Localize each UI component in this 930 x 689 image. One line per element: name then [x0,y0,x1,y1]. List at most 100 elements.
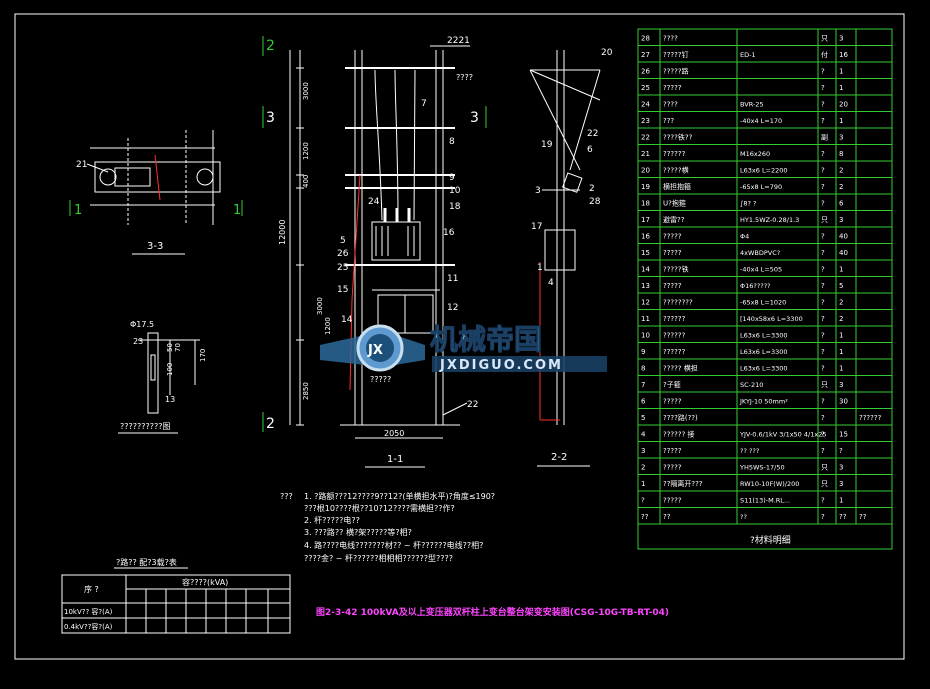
callout-14: 14 [341,315,353,325]
callout-7: 7 [421,99,427,109]
callout-15: 15 [337,285,348,295]
section-marker-2-top: 2 [266,38,275,54]
bom-cell: 25 [641,84,650,92]
dim-3000-mid: 3000 [316,297,324,315]
bom-cell: 1 [839,348,843,356]
bom-cell: ?????钉 [663,50,689,59]
bom-cell: L63x6 L=3300 [740,332,788,340]
bom-cell: 15 [839,431,848,439]
bom-cell: 11 [641,315,650,323]
bom-cell: ??? [663,117,674,125]
bom-cell: ????? [663,464,682,472]
bom-cell: 18 [641,200,650,208]
notes-line-3: 2. 杆?????电?? [304,515,360,525]
notes-line-1: 1. ?路额???12????9??12?(单横担水平)?角度≤190? [304,491,495,501]
bom-cell: SC-210 [740,381,763,389]
bom-cell: 2 [839,315,843,323]
bom-cell: Φ16????? [740,282,771,290]
bom-cell: 4xWBDPVC? [740,249,780,257]
detail-callout-13: 13 [165,395,175,404]
callout-5: 5 [340,236,346,246]
detail-callout-23: 23 [133,337,143,346]
bom-cell: 27 [641,51,650,59]
bom-cell: ? [821,101,825,109]
bom-cell: 5 [839,282,843,290]
bom-cell: 只 [821,464,828,472]
bom-cell: -40x4 L=170 [740,117,782,125]
bom-cell: ?????横 [663,166,689,175]
drawing-caption: 图2-3-42 100kVA及以上变压器双杆柱上变台整台架变安装图(CSG-10… [316,606,669,618]
bom-cell: ???? [663,35,678,43]
watermark-badge: JX [367,343,383,358]
view-2-2: 20 22 19 6 3 2 28 17 1 4 2-2 [529,48,613,467]
bom-cell: 3 [839,480,843,488]
bom-cell: BVR-25 [740,101,764,109]
bom-cell: ? [821,150,825,158]
bom-cell: ?????? [663,348,686,356]
bom-cell: YH5WS-17/50 [739,464,785,472]
bom-cell: ? [821,167,825,175]
load-table-row-10kv: 10kV?? 容?(A) [64,607,113,616]
bom-cell: 1 [839,117,843,125]
bom-cell: 2 [839,183,843,191]
bom-cell: ????路(??) [663,413,698,422]
bom-cell: YJV-0.6/1kV 3/1x50 4/1x25 [739,431,826,439]
bom-cell: ?? [740,513,747,521]
bom-title: ?材料明细 [750,534,791,546]
bom-cell: ? [821,513,825,521]
dim-top-2221: 2221 [447,36,470,46]
view-title-3-3: 3-3 [147,241,163,252]
bom-cell: 3 [839,216,843,224]
bom-cell: 横担抱箍 [663,182,691,191]
bom-cell: 2 [641,464,645,472]
bom-cell: 副 [821,133,828,142]
bom-cell: ? [821,315,825,323]
callout-8: 8 [449,137,455,147]
callout-24: 24 [368,197,380,207]
bom-cell: 20 [839,101,848,109]
bom-cell: ????? [663,497,682,505]
detail-phi: Φ17.5 [130,320,154,329]
bom-cell: 8 [641,365,645,373]
bom-cell: Φ4 [740,233,749,241]
load-table-header-right: 容????(kVA) [182,577,228,587]
notes-heading: ??? [280,492,293,501]
bom-cell: ? [821,233,825,241]
bom-cell: -65x8 L=790 [740,183,782,191]
watermark-en: JXDIGUO.COM [439,358,563,373]
callout-9: 9 [449,173,455,183]
bom-cell: [140x58x6 L=3300 [740,315,803,323]
bom-cell: ? [821,497,825,505]
view-3-3: 1 1 21 3-3 [69,130,243,255]
bom-cell: 4 [641,431,646,439]
bom-cell: 2 [839,299,843,307]
bom-cell: 只 [821,480,828,488]
bom-cell: 1 [641,480,645,488]
dim-2850: 2850 [302,382,310,400]
bom-cell: ????铁?? [663,133,693,142]
bom-cell: ? [821,365,825,373]
detail-dim-170: 170 [199,349,207,362]
bom-cell: ? [821,299,825,307]
bom-cell: 15 [641,249,650,257]
bom-cell: 3 [641,447,645,455]
view-title-1-1: 1-1 [387,454,403,465]
notes-line-2: ???根10????根??10?12????需横担??作? [304,503,455,513]
bom-cell: ?子箍 [663,380,681,389]
bom-cell: 1 [839,497,843,505]
view-title-2-2: 2-2 [551,452,567,463]
callout-10: 10 [449,186,461,196]
bom-cell: HY1.5WZ-0.28/1.3 [740,216,799,224]
bom-cell: ?????路 [663,67,689,76]
detail-dim-100: 100 [166,363,174,376]
callout-wire: ???? [456,73,473,82]
dim-height-total: 12000 [278,220,287,245]
bom-cell: 8 [839,150,843,158]
bom-cell: 16 [839,51,848,59]
load-table-title: ?路?? 配?3载?表 [116,557,177,567]
bom-cell: M16x260 [740,150,770,158]
callout-22-b: 22 [587,129,598,139]
bom-cell: ? [821,249,825,257]
section-marker-2-bottom: 2 [266,416,275,432]
